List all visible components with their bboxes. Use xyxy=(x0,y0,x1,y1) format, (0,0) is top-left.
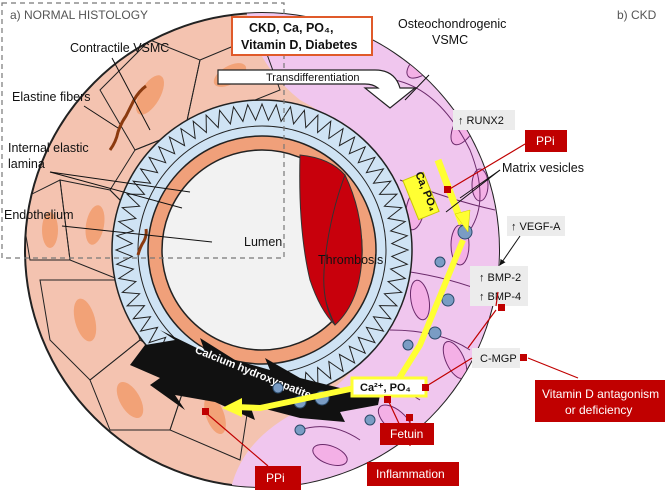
inflammation-box xyxy=(367,462,459,486)
fetuin-label: Fetuin xyxy=(390,427,423,441)
annotation-leaders xyxy=(49,57,501,243)
normal-histology-frame xyxy=(1,2,285,259)
runx2-box xyxy=(453,110,515,130)
mineralization-arrowhead xyxy=(222,398,242,417)
inhibitor-lines xyxy=(204,143,579,467)
ca-po4-diagonal-box xyxy=(402,171,440,221)
ppi-top-box xyxy=(525,130,567,152)
endothelium-label: Endothelium xyxy=(4,208,74,222)
vitamin-d-line1: Vitamin D antagonism xyxy=(542,387,659,401)
ca-po4-diagonal-arrowhead xyxy=(454,209,471,233)
vegf-arrow xyxy=(499,235,521,266)
internal-elastic-label-2: lamina xyxy=(8,157,45,171)
matrix-vesicles xyxy=(272,224,473,436)
vitamin-d-box xyxy=(535,380,665,422)
ckd-factors-line2: Vitamin D, Diabetes xyxy=(241,38,358,52)
cmgp-box xyxy=(472,348,520,368)
elastine-fibers-label: Elastine fibers xyxy=(12,90,91,104)
inflammation-label: Inflammation xyxy=(376,467,445,481)
vegf-label: ↑ VEGF-A xyxy=(511,221,561,233)
elastine-fiber-1 xyxy=(108,84,147,151)
contractile-vsmc-label: Contractile VSMC xyxy=(70,41,169,55)
transdifferentiation-label: Transdifferentiation xyxy=(266,72,360,84)
vitamin-d-line2: or deficiency xyxy=(565,403,632,417)
osteochondrogenic-label-2: VSMC xyxy=(432,33,468,47)
vegf-box xyxy=(507,216,565,236)
ckd-factors-line1: CKD, Ca, PO₄, xyxy=(249,21,333,35)
internal-elastic-label-1: Internal elastic xyxy=(8,141,89,155)
panel-b-label: b) CKD xyxy=(617,8,657,22)
thrombosis-label: Thrombosis xyxy=(318,253,383,267)
runx2-label: ↑ RUNX2 xyxy=(458,115,504,127)
ppi-bottom-box xyxy=(255,466,301,490)
elastine-fiber-2 xyxy=(136,228,148,256)
ppi-top-label: PPi xyxy=(536,134,555,148)
lumen-label: Lumen xyxy=(244,235,282,249)
ckd-factors-box xyxy=(231,16,373,56)
bmp-box xyxy=(470,266,528,306)
bmp2-label: ↑ BMP-2 xyxy=(479,272,521,284)
fetuin-box xyxy=(380,423,434,445)
panel-a-label: a) NORMAL HISTOLOGY xyxy=(10,8,149,22)
ca-po4-label: Ca²⁺, PO₄ xyxy=(360,382,411,394)
transdifferentiation-arrow xyxy=(217,69,417,109)
ppi-bottom-label: PPi xyxy=(266,471,285,485)
matrix-vesicles-label: Matrix vesicles xyxy=(502,161,584,175)
elastic-zigzag xyxy=(114,102,410,398)
osteochondrogenic-label-1: Osteochondrogenic xyxy=(398,17,506,31)
inhibitor-endpoints xyxy=(202,186,527,421)
thrombus-cap xyxy=(299,154,346,326)
bmp4-label: ↑ BMP-4 xyxy=(479,291,521,303)
cmgp-label: C-MGP xyxy=(480,353,517,365)
